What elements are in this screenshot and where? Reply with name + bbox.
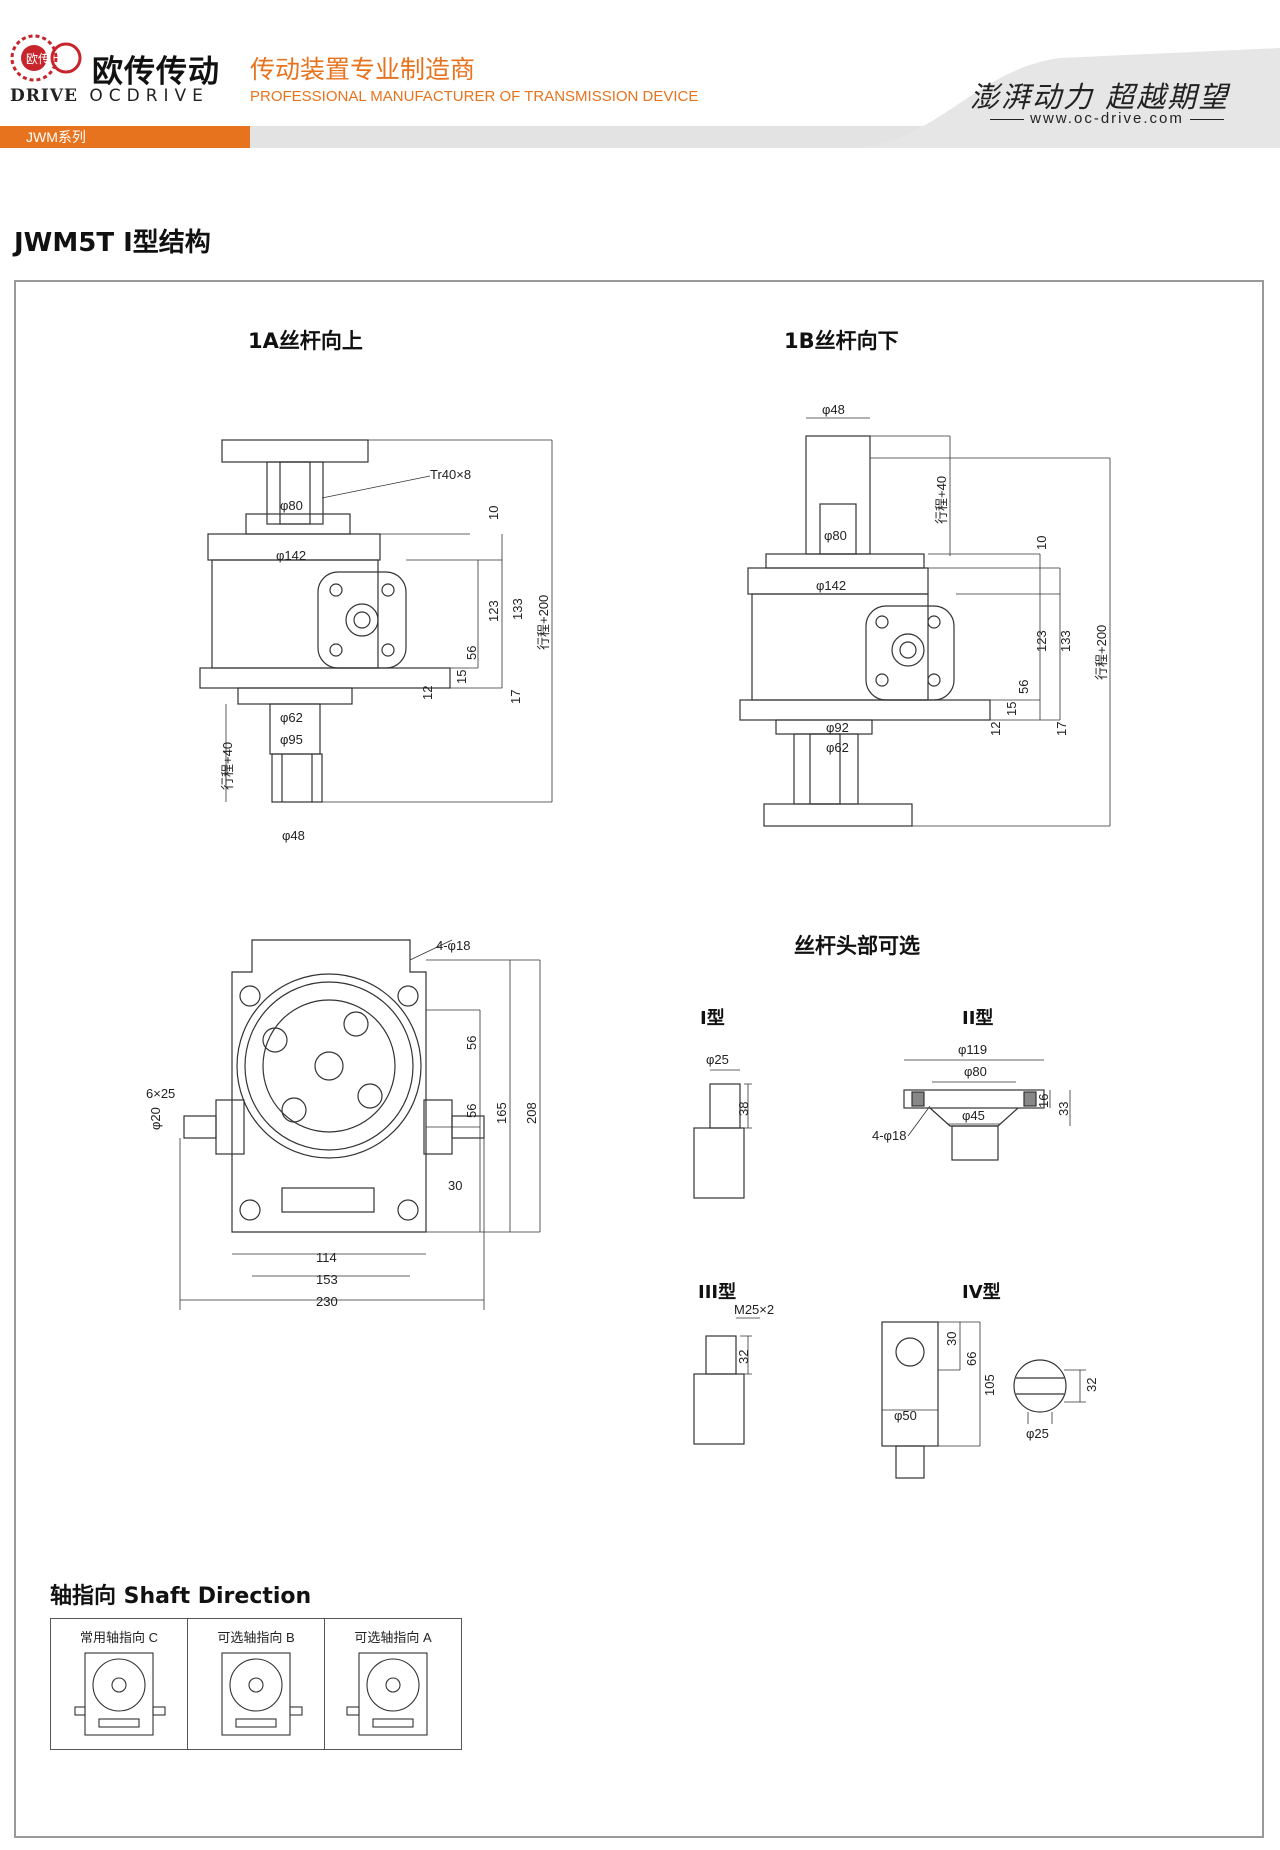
shaft-option-a[interactable]: 可选轴指向 A (325, 1619, 461, 1749)
dim-type2-d119: φ119 (958, 1042, 987, 1057)
dim-type4-d25: φ25 (1026, 1426, 1049, 1441)
dim-type4-v66: 66 (964, 1352, 979, 1366)
series-label: JWM系列 (0, 126, 250, 148)
dim-1a-d80: φ80 (280, 498, 303, 513)
dim-type4-v30: 30 (944, 1332, 959, 1346)
dim-1a-v123: 123 (486, 600, 501, 622)
dim-type2-holes: 4-φ18 (872, 1128, 906, 1143)
drawing-1a (199, 439, 553, 803)
dim-1a-d142: φ142 (276, 548, 306, 563)
dim-plan-w114: 114 (316, 1250, 337, 1265)
tagline-cn: 传动装置专业制造商 (250, 55, 476, 84)
type-4-label: IV型 (962, 1282, 1001, 1303)
dim-1a-d95: φ95 (280, 732, 303, 747)
shaft-option-label: 可选轴指向 A (354, 1630, 432, 1645)
dim-1a-stroke40: 行程+40 (220, 742, 235, 790)
gearbox-icon (74, 1652, 166, 1736)
dim-type4-v105: 105 (982, 1374, 997, 1396)
dim-plan-v30: 30 (448, 1178, 462, 1193)
dim-plan-shaft: φ20 (148, 1107, 163, 1130)
brand-name-cn: 欧传传动 (92, 54, 220, 90)
dim-1a-d48: φ48 (282, 828, 305, 843)
dim-plan-v165: 165 (494, 1102, 509, 1124)
dim-plan-holes: 4-φ18 (436, 938, 470, 953)
dim-1a-tr: Tr40×8 (430, 467, 471, 482)
type-1-label: I型 (700, 1008, 725, 1029)
dim-1a-d62: φ62 (280, 710, 303, 725)
view-1b-title: 1B丝杆向下 (784, 329, 899, 353)
dim-1b-d62: φ62 (826, 740, 849, 755)
dim-1a-v12: 12 (420, 686, 435, 700)
dim-type2-d80: φ80 (964, 1064, 987, 1079)
dim-1b-stroke40: 行程+40 (934, 476, 949, 524)
view-1a-title: 1A丝杆向上 (248, 329, 363, 353)
shaft-direction-title: 轴指向 Shaft Direction (50, 1584, 312, 1609)
dim-1a-v56: 56 (464, 646, 479, 660)
dim-type2-v16: 16 (1036, 1094, 1051, 1108)
dim-1b-v10: 10 (1034, 536, 1049, 550)
shaft-option-label: 可选轴指向 B (217, 1630, 295, 1645)
shaft-direction-table: 常用轴指向 C 可选轴指向 B 可选轴指向 A (50, 1618, 462, 1750)
dim-type4-d50: φ50 (894, 1408, 917, 1423)
dim-plan-v56a: 56 (464, 1036, 479, 1050)
dim-plan-v56b: 56 (464, 1104, 479, 1118)
dim-1a-stroke200: 行程+200 (536, 595, 551, 650)
dim-type3-thread: M25×2 (734, 1302, 774, 1317)
brand-en-main: OCDRIVE (89, 86, 209, 106)
dim-type2-d45: φ45 (962, 1108, 985, 1123)
dim-type3-v32: 32 (736, 1350, 751, 1364)
dim-1a-v15: 15 (454, 670, 469, 684)
dim-1b-d80: φ80 (824, 528, 847, 543)
drawing-frame (14, 280, 1264, 1838)
type-2-label: II型 (962, 1008, 994, 1029)
shaft-option-c[interactable]: 常用轴指向 C (51, 1619, 188, 1749)
logo-text: 欧传 (26, 51, 50, 66)
drawing-plan-view (179, 939, 541, 1310)
dim-1b-d92: φ92 (826, 720, 849, 735)
dim-1b-v15: 15 (1004, 702, 1019, 716)
type-3-label: III型 (698, 1282, 737, 1303)
shaft-option-label: 常用轴指向 C (79, 1630, 158, 1645)
brand-name-en: DRIVE OCDRIVE (10, 86, 209, 106)
company-logo: 欧传 (10, 34, 82, 82)
drawing-1b (739, 417, 1111, 827)
tagline-en: PROFESSIONAL MANUFACTURER OF TRANSMISSIO… (250, 88, 699, 105)
dim-plan-w230: 230 (316, 1294, 338, 1309)
page-title: JWM5T I型结构 (14, 228, 211, 258)
dim-1a-v133: 133 (510, 598, 525, 620)
dim-1a-v17: 17 (508, 690, 523, 704)
drawing-type-2 (903, 1059, 1071, 1161)
dim-type4-v32: 32 (1084, 1378, 1099, 1392)
gearbox-icon (346, 1652, 428, 1736)
options-title: 丝杆头部可选 (794, 934, 920, 958)
brand-en-prefix: DRIVE (10, 86, 78, 106)
dim-1b-v133: 133 (1058, 630, 1073, 652)
shaft-option-b[interactable]: 可选轴指向 B (188, 1619, 325, 1749)
dim-plan-v208: 208 (524, 1102, 539, 1124)
dim-plan-w153: 153 (316, 1272, 338, 1287)
drawing-type-4 (881, 1321, 1086, 1479)
dim-1b-v56: 56 (1016, 680, 1031, 694)
dim-1b-v12: 12 (988, 722, 1003, 736)
dim-plan-key: 6×25 (146, 1086, 175, 1101)
dim-1b-d142: φ142 (816, 578, 846, 593)
drawing-type-3 (693, 1317, 760, 1445)
dim-1b-d48: φ48 (822, 402, 845, 417)
dim-type1-v38: 38 (736, 1102, 751, 1116)
dim-1a-v10: 10 (486, 506, 501, 520)
dim-1b-stroke200: 行程+200 (1094, 625, 1109, 680)
dim-type2-v33: 33 (1056, 1102, 1071, 1116)
dim-1b-v123: 123 (1034, 630, 1049, 652)
dim-type1-d25: φ25 (706, 1052, 729, 1067)
gearbox-icon (221, 1652, 303, 1736)
dim-1b-v17: 17 (1054, 722, 1069, 736)
page-header: 欧传 欧传传动 DRIVE OCDRIVE 传动装置专业制造商 PROFESSI… (0, 0, 1280, 150)
website-url[interactable]: www.oc-drive.com (982, 110, 1232, 127)
drawing-type-1 (693, 1069, 752, 1199)
slogan: 澎湃动力 超越期望 (970, 80, 1230, 114)
